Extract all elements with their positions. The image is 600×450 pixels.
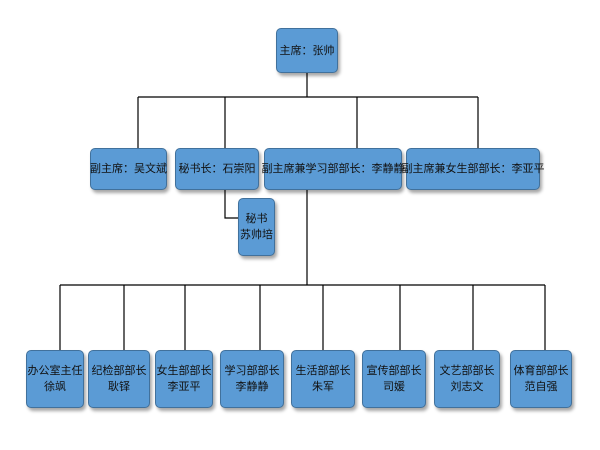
node-dept-life-person: 朱军 [312,380,334,393]
node-secretary-line-2: 苏帅培 [240,228,273,241]
node-dept-arts-person: 刘志文 [450,380,484,393]
node-vice1-line: 副主席：吴文斌 [90,162,167,175]
node-dept-discipline-title: 纪检部部长 [91,364,147,377]
node-dept-female-person: 李亚平 [167,380,201,393]
node-dept-female-title: 女生部部长 [156,364,212,377]
node-vice1: 副主席：吴文斌 [90,148,167,190]
connector-secretary [224,190,238,219]
node-dept-arts: 文艺部部长 刘志文 [434,350,500,408]
node-vice3: 副主席兼女生部部长：李亚平 [402,148,545,190]
node-dept-sports-person: 范自强 [524,380,558,393]
node-chair: 主席：张帅 [276,28,338,73]
node-vice3-line: 副主席兼女生部部长：李亚平 [401,162,545,175]
node-dept-female: 女生部部长 李亚平 [155,350,213,408]
node-dept-life: 生活部部长 朱军 [291,350,355,408]
node-chair-line: 主席：张帅 [279,43,335,57]
node-dept-life-title: 生活部部长 [295,364,351,377]
node-dept-publicity-person: 司媛 [383,380,405,393]
node-sec-line: 秘书长：石崇阳 [178,162,256,175]
node-dept-discipline: 纪检部部长 耿铎 [88,350,150,408]
node-dept-office-title: 办公室主任 [27,364,83,377]
node-dept-office-person: 徐飒 [44,380,66,393]
node-dept-sports-title: 体育部部长 [513,364,569,377]
node-vice2-line: 副主席兼学习部部长：李静静 [261,162,405,175]
node-dept-study: 学习部部长 李静静 [220,350,284,408]
node-dept-study-title: 学习部部长 [224,364,280,377]
node-vice2: 副主席兼学习部部长：李静静 [261,148,405,190]
node-dept-sports: 体育部部长 范自强 [510,350,572,408]
node-secretary-line-1: 秘书 [245,212,268,225]
node-dept-publicity-title: 宣传部部长 [366,364,422,377]
node-secretary: 秘书 苏帅培 [238,198,275,256]
node-dept-office: 办公室主任 徐飒 [26,350,84,408]
node-dept-publicity: 宣传部部长 司媛 [362,350,426,408]
node-dept-study-person: 李静静 [235,380,269,393]
node-sec: 秘书长：石崇阳 [175,148,259,190]
node-dept-discipline-person: 耿铎 [108,380,130,393]
node-dept-arts-title: 文艺部部长 [439,364,495,377]
